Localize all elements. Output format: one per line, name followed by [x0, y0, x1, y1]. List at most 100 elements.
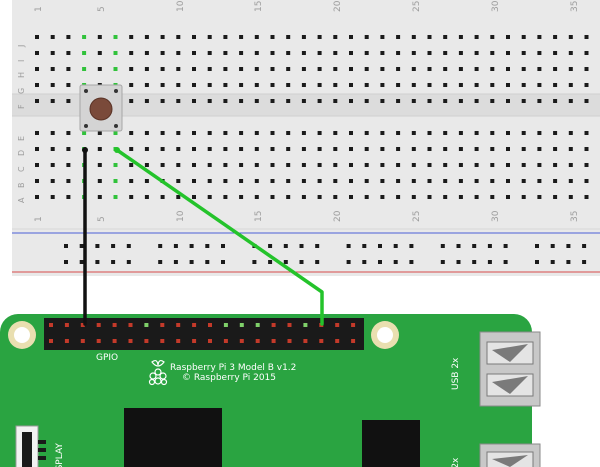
column-numbers-bottom: 1 5 10 15 20 25 30 35: [34, 210, 580, 222]
breadboard-hole: [192, 163, 196, 167]
rail-hole: [393, 260, 398, 264]
breadboard-hole: [97, 147, 102, 151]
breadboard-hole: [35, 131, 39, 135]
row-letters: J I H G F E D C B A: [17, 45, 26, 203]
breadboard-hole: [474, 195, 479, 199]
breadboard-hole: [97, 195, 102, 199]
breadboard-hole: [270, 35, 275, 39]
breadboard-hole: [349, 147, 353, 151]
rail-hole: [205, 260, 210, 264]
breadboard-hole: [380, 51, 385, 55]
breadboard-hole: [270, 163, 275, 167]
breadboard-hole: [364, 35, 369, 39]
breadboard-hole: [490, 51, 495, 55]
breadboard-hole: [568, 147, 573, 151]
rail-hole: [456, 244, 461, 248]
breadboard-hole: [50, 163, 55, 167]
breadboard-hole: [396, 51, 401, 55]
rail-hole: [221, 244, 225, 248]
breadboard-hole: [192, 131, 196, 135]
breadboard-hole: [239, 51, 244, 55]
pushbutton[interactable]: [79, 84, 123, 132]
breadboard-holes-bottom: [35, 131, 589, 199]
breadboard-hole: [490, 83, 495, 87]
usb-label: USB 2x: [451, 457, 461, 467]
raspberry-pi-board: GPIO Raspberry Pi 3 Model B v1.2 © Raspb…: [0, 314, 541, 467]
breadboard-hole: [553, 131, 558, 135]
rail-hole: [409, 260, 414, 264]
breadboard-hole: [474, 131, 479, 135]
gpio-pin: [49, 323, 53, 327]
breadboard-hole: [333, 99, 338, 103]
breadboard-hole: [239, 179, 244, 183]
breadboard-hole: [207, 99, 212, 103]
breadboard-hole: [239, 35, 244, 39]
breadboard-hole: [458, 99, 463, 103]
breadboard-hole: [427, 83, 432, 87]
rail-hole: [362, 260, 367, 264]
breadboard-hole: [192, 147, 196, 151]
breadboard-hole: [506, 195, 510, 199]
breadboard-hole: [521, 147, 526, 151]
column-number: 35: [570, 1, 580, 12]
breadboard-hole: [458, 83, 463, 87]
rail-hole: [111, 260, 116, 264]
breadboard-hole: [443, 131, 448, 135]
breadboard-hole: [380, 35, 385, 39]
rail-hole: [456, 260, 461, 264]
breadboard-hole: [474, 147, 479, 151]
breadboard-hole: [521, 67, 526, 71]
breadboard-hole: [176, 131, 181, 135]
breadboard-hole: [474, 99, 479, 103]
column-number: 20: [333, 210, 343, 222]
breadboard-hole: [160, 99, 165, 103]
breadboard-hole: [270, 179, 275, 183]
breadboard-hole: [568, 35, 573, 39]
breadboard-hole: [380, 131, 385, 135]
breadboard-hole-active: [113, 51, 118, 55]
breadboard-hole: [192, 179, 196, 183]
breadboard-hole: [129, 147, 134, 151]
breadboard-hole: [521, 83, 526, 87]
breadboard-hole: [537, 163, 542, 167]
breadboard-hole: [396, 195, 401, 199]
breadboard-hole: [207, 51, 212, 55]
breadboard-hole: [333, 179, 338, 183]
breadboard-hole: [443, 67, 448, 71]
breadboard-hole: [50, 131, 55, 135]
breadboard-hole: [270, 195, 275, 199]
breadboard-hole: [396, 35, 401, 39]
breadboard-hole: [427, 51, 432, 55]
breadboard-hole: [97, 35, 102, 39]
row-letter: F: [17, 104, 26, 109]
rail-hole: [566, 244, 571, 248]
breadboard-hole: [66, 35, 71, 39]
wire-green[interactable]: [115, 148, 324, 326]
breadboard-hole: [144, 83, 149, 87]
breadboard-hole: [506, 131, 510, 135]
breadboard-hole: [490, 67, 495, 71]
gpio-pin-active: [239, 323, 244, 327]
breadboard-hole: [443, 99, 448, 103]
breadboard-hole: [97, 131, 102, 135]
breadboard-hole: [286, 163, 291, 167]
breadboard-hole: [129, 179, 134, 183]
breadboard-hole: [364, 179, 369, 183]
breadboard-hole: [537, 195, 542, 199]
breadboard-hole: [254, 131, 259, 135]
breadboard-holes-rail: [64, 244, 587, 264]
breadboard-hole: [35, 67, 39, 71]
breadboard-hole: [537, 35, 542, 39]
breadboard-hole: [584, 35, 589, 39]
breadboard-hole: [223, 179, 228, 183]
breadboard-hole: [50, 67, 55, 71]
breadboard-hole: [537, 179, 542, 183]
breadboard-hole: [333, 51, 338, 55]
breadboard-hole: [129, 163, 134, 167]
breadboard-hole: [333, 195, 338, 199]
breadboard-hole: [144, 131, 149, 135]
pushbutton-screw: [84, 89, 88, 93]
breadboard-hole: [176, 163, 181, 167]
breadboard-hole: [584, 51, 589, 55]
breadboard-hole: [176, 195, 181, 199]
